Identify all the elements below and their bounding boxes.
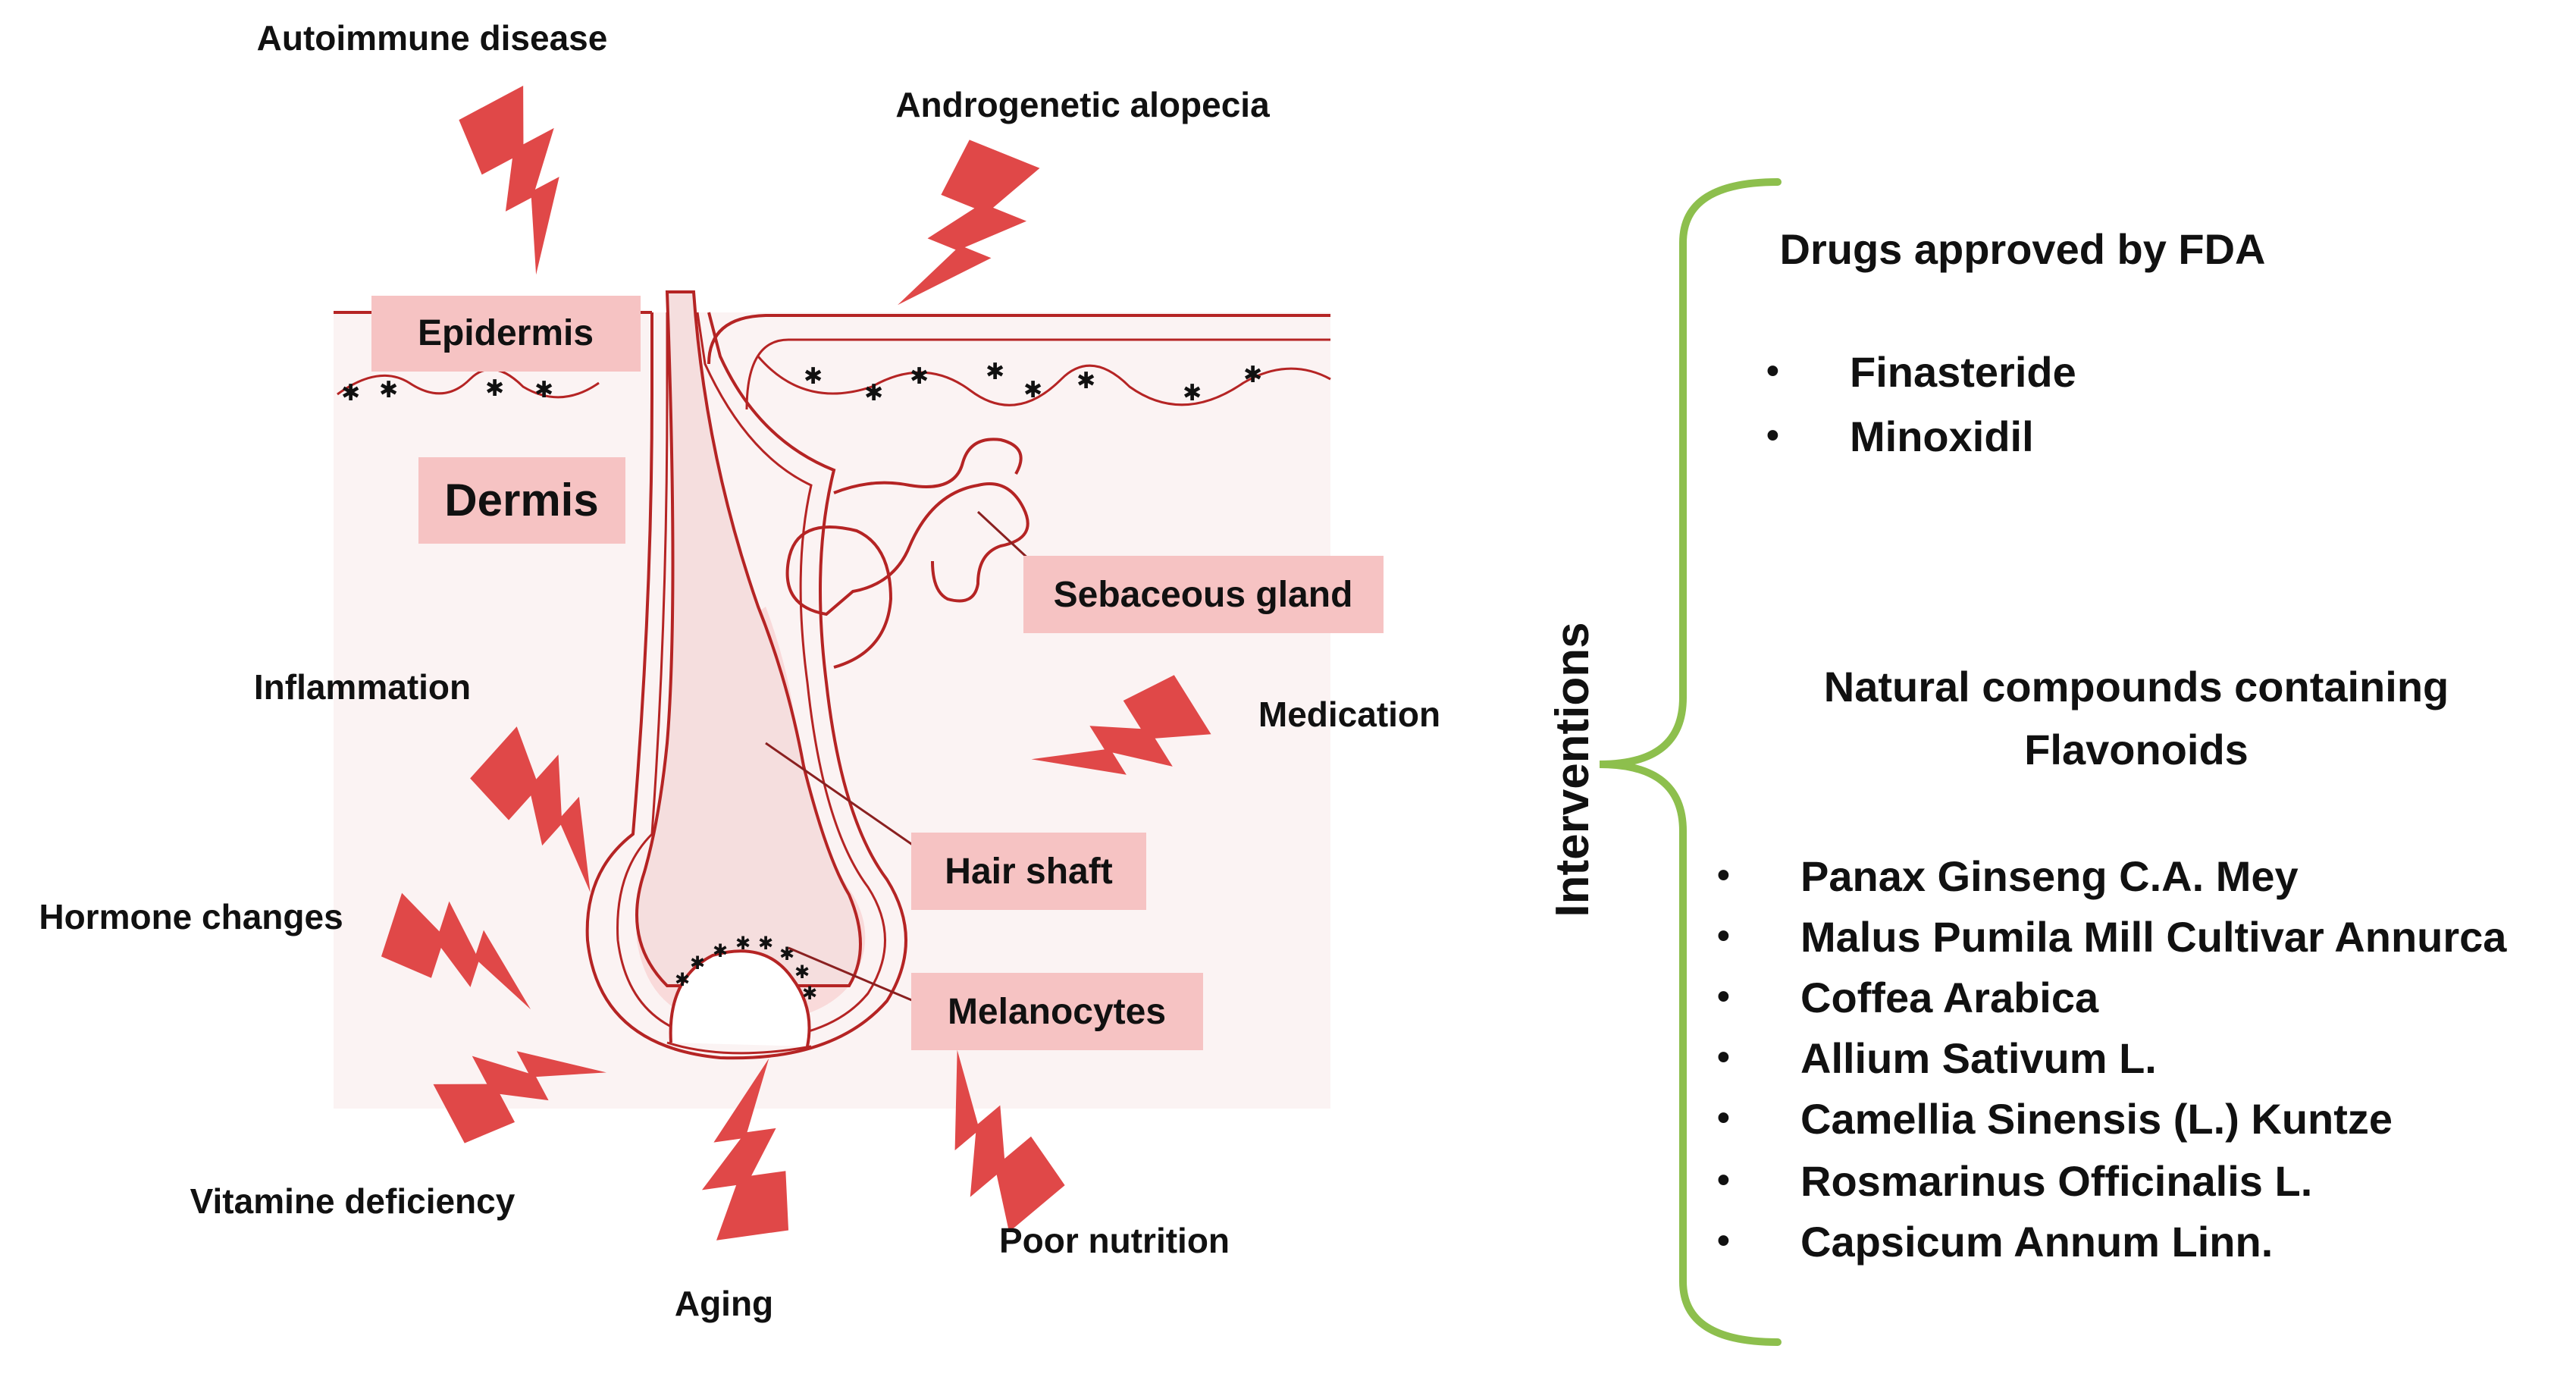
dermis-box <box>418 457 625 544</box>
svg-text:✱: ✱ <box>1243 362 1262 387</box>
sebaceous-gland-inner <box>833 438 1023 494</box>
natural-bullet-5: • <box>1717 1098 1730 1138</box>
svg-text:✱: ✱ <box>864 381 883 406</box>
basal-layer-wave-left <box>337 368 600 399</box>
natural-heading-line1: Natural compounds containing <box>1824 663 2449 710</box>
svg-text:✱: ✱ <box>758 933 773 954</box>
svg-text:✱: ✱ <box>794 962 810 983</box>
svg-text:✱: ✱ <box>802 983 817 1004</box>
sebaceous-gland-outer <box>785 482 1029 669</box>
anatomy-labels: Epidermis Dermis Sebaceous gland Hair sh… <box>371 296 1384 1050</box>
dermal-papilla <box>669 949 811 1047</box>
drug-list: • Finasteride • Minoxidil <box>1766 348 2076 460</box>
bolt-androgenetic <box>896 137 1047 338</box>
hair-follicle-inner <box>616 312 886 1042</box>
svg-text:✱: ✱ <box>713 941 728 961</box>
natural-item-5: Camellia Sinensis (L.) Kuntze <box>1800 1095 2393 1143</box>
svg-text:✱: ✱ <box>804 364 823 389</box>
sebaceous-label: Sebaceous gland <box>1054 575 1353 615</box>
svg-text:✱: ✱ <box>675 970 690 990</box>
leader-melanocytes <box>788 946 914 1002</box>
bulb-base <box>666 1041 812 1055</box>
epidermis-surface-line-right <box>707 314 1330 365</box>
natural-bullet-4: • <box>1717 1037 1730 1077</box>
cause-nutrition-label: Poor nutrition <box>999 1221 1230 1260</box>
svg-text:✱: ✱ <box>1076 369 1095 394</box>
svg-text:✱: ✱ <box>779 944 794 965</box>
basal-layer-wave-right <box>757 356 1331 406</box>
curly-brace <box>1599 178 1782 1346</box>
natural-list: • Panax Ginseng C.A. Mey • Malus Pumila … <box>1717 852 2507 1266</box>
leader-lines <box>765 510 1033 1002</box>
drug-item-1: Finasteride <box>1850 348 2076 396</box>
hair-shaft-box <box>911 833 1146 910</box>
svg-text:✱: ✱ <box>986 359 1004 384</box>
svg-text:✱: ✱ <box>485 376 504 401</box>
natural-item-7: Capsicum Annum Linn. <box>1800 1218 2273 1266</box>
leader-sebaceous <box>976 510 1033 563</box>
natural-item-2: Malus Pumila Mill Cultivar Annurca <box>1800 913 2507 961</box>
interventions-panel: Interventions Drugs approved by FDA • Fi… <box>1547 178 2507 1346</box>
cause-vitamine-label: Vitamine deficiency <box>190 1181 516 1221</box>
epidermis-surface-line-right-inner <box>745 338 1330 410</box>
sebaceous-box <box>1023 556 1384 633</box>
hair-shaft-label: Hair shaft <box>945 852 1112 892</box>
cause-medication-label: Medication <box>1258 695 1440 734</box>
svg-text:✱: ✱ <box>690 953 705 974</box>
natural-item-4: Allium Sativum L. <box>1800 1034 2157 1082</box>
natural-item-3: Coffea Arabica <box>1800 974 2099 1021</box>
bolt-autoimmune <box>454 82 611 275</box>
svg-text:✱: ✱ <box>1183 381 1202 406</box>
bulb-melanocyte-cluster: ✱ ✱ ✱ ✱ ✱ ✱ ✱ ✱ <box>675 933 817 1004</box>
drug-bullet-1: • <box>1766 351 1779 391</box>
basal-melanocyte-dots: ✱ ✱ ✱ ✱ ✱ ✱ ✱ ✱ ✱ ✱ ✱ ✱ <box>341 359 1262 406</box>
svg-text:✱: ✱ <box>1023 378 1042 403</box>
hair-follicle-outer <box>585 312 907 1060</box>
natural-bullet-6: • <box>1717 1160 1730 1200</box>
natural-bullet-3: • <box>1717 977 1730 1017</box>
svg-text:✱: ✱ <box>735 933 751 954</box>
cause-androgenetic-label: Androgenetic alopecia <box>895 85 1270 124</box>
epidermis-label: Epidermis <box>418 313 594 353</box>
drug-bullet-2: • <box>1766 416 1779 456</box>
natural-heading-line2: Flavonoids <box>2024 726 2249 773</box>
natural-bullet-1: • <box>1717 855 1730 896</box>
cause-labels: Autoimmune disease Androgenetic alopecia… <box>39 18 1440 1323</box>
natural-item-1: Panax Ginseng C.A. Mey <box>1800 852 2299 900</box>
cause-aging-label: Aging <box>675 1284 773 1323</box>
svg-text:✱: ✱ <box>534 378 553 403</box>
natural-bullet-2: • <box>1717 916 1730 956</box>
hair-shaft-shape <box>635 290 862 987</box>
melanocytes-box <box>911 973 1203 1050</box>
svg-text:✱: ✱ <box>910 364 929 389</box>
cause-inflammation-label: Inflammation <box>254 667 471 707</box>
drugs-heading: Drugs approved by FDA <box>1780 225 2266 273</box>
natural-bullet-7: • <box>1717 1221 1730 1261</box>
epidermis-box <box>371 296 641 372</box>
natural-item-6: Rosmarinus Officinalis L. <box>1800 1157 2312 1205</box>
leader-hair-shaft <box>765 742 914 847</box>
svg-text:✱: ✱ <box>379 378 398 403</box>
interventions-title: Interventions <box>1547 622 1599 917</box>
melanocytes-label: Melanocytes <box>948 992 1166 1032</box>
drug-item-2: Minoxidil <box>1850 412 2034 460</box>
dermis-label: Dermis <box>444 475 598 525</box>
svg-text:✱: ✱ <box>341 381 360 406</box>
cause-autoimmune-label: Autoimmune disease <box>257 18 608 58</box>
cause-hormone-label: Hormone changes <box>39 897 343 936</box>
